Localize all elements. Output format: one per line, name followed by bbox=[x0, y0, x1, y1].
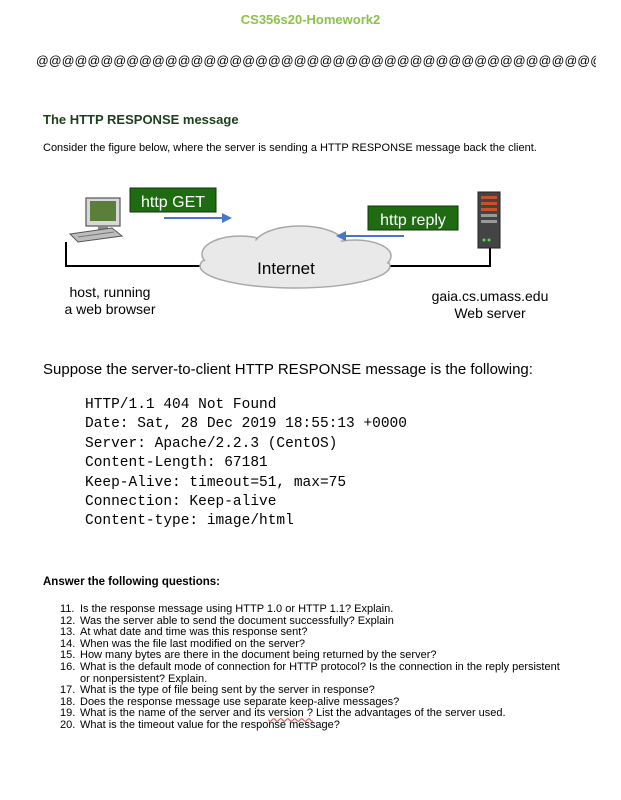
response-line: Content-type: image/html bbox=[85, 513, 294, 530]
question-item: 19. What is the name of the server and it… bbox=[60, 708, 570, 720]
section-heading: The HTTP RESPONSE message bbox=[43, 112, 239, 127]
question-text-tail: List the advantages of the server used. bbox=[312, 707, 506, 720]
question-number: 19. bbox=[60, 707, 76, 720]
question-text-flagged: version ? bbox=[268, 707, 313, 720]
document-title: CS356s20-Homework2 bbox=[240, 12, 381, 27]
get-label-box bbox=[129, 187, 217, 213]
question-item: 11. Is the response message using HTTP 1.… bbox=[60, 603, 570, 616]
question-number: 11. bbox=[60, 603, 75, 615]
question-item: 16. What is the default mode of connectio… bbox=[60, 660, 570, 685]
question-number: 16. bbox=[60, 660, 76, 673]
web-server-icon bbox=[477, 191, 501, 249]
question-number: 18. bbox=[60, 695, 76, 708]
response-line: Keep-Alive: timeout=51, max=75 bbox=[85, 474, 347, 491]
separator-line: @@@@@@@@@@@@@@@@@@@@@@@@@@@@@@@@@@@@@@@@… bbox=[36, 54, 596, 68]
get-label: http GET bbox=[141, 194, 205, 211]
question-text: Is the response message using HTTP 1.0 o… bbox=[80, 603, 394, 615]
question-number: 12. bbox=[60, 614, 76, 627]
http-diagram: Internet http GET http reply host, runni… bbox=[64, 187, 549, 321]
question-item: 18. Does the response message use separat… bbox=[60, 695, 570, 709]
response-line: Server: Apache/2.2.3 (CentOS) bbox=[85, 435, 338, 452]
response-line: Connection: Keep-alive bbox=[85, 494, 277, 511]
question-text: Was the server able to send the document… bbox=[80, 614, 394, 627]
server-caption-line-2: Web server bbox=[454, 305, 526, 321]
question-item: 12. Was the server able to send the docum… bbox=[60, 614, 570, 628]
questions-heading: Answer the following questions: bbox=[43, 576, 220, 588]
question-number: 13. bbox=[60, 626, 76, 639]
cloud-label: Internet bbox=[257, 259, 315, 278]
question-item: 14. When was the file last modified on th… bbox=[60, 637, 570, 651]
server-link-line bbox=[390, 248, 491, 267]
internet-cloud-icon bbox=[199, 225, 392, 289]
question-item: 13. At what date and time was this respon… bbox=[60, 626, 570, 639]
question-text: At what date and time was this response … bbox=[80, 626, 308, 639]
response-line: Content-Length: 67181 bbox=[85, 455, 268, 472]
question-text: What is the name of the server and its bbox=[80, 707, 269, 720]
server-caption-line-1: gaia.cs.umass.edu bbox=[432, 288, 549, 304]
question-text: Does the response message use separate k… bbox=[80, 695, 400, 708]
host-computer-icon bbox=[68, 197, 124, 243]
reply-arrow-icon bbox=[336, 231, 404, 241]
question-number: 17. bbox=[60, 684, 76, 697]
question-text: What is the type of file being sent by t… bbox=[80, 684, 375, 697]
question-item: 17. What is the type of file being sent b… bbox=[60, 684, 570, 697]
host-caption-line-2: a web browser bbox=[64, 301, 155, 317]
host-caption-line-1: host, running bbox=[70, 284, 151, 300]
question-number: 20. bbox=[60, 718, 76, 731]
response-intro: Suppose the server-to-client HTTP RESPON… bbox=[43, 361, 533, 378]
question-item: 20. What is the timeout value for the res… bbox=[60, 718, 570, 732]
question-text: How many bytes are there in the document… bbox=[80, 649, 437, 662]
question-list: 11. Is the response message using HTTP 1.… bbox=[60, 603, 570, 732]
question-number: 14. bbox=[60, 637, 76, 650]
question-text: What is the default mode of connection f… bbox=[80, 660, 560, 685]
section-intro: Consider the figure below, where the ser… bbox=[43, 142, 537, 154]
question-number: 15. bbox=[60, 649, 76, 662]
reply-label-box bbox=[367, 205, 459, 231]
response-line: Date: Sat, 28 Dec 2019 18:55:13 +0000 bbox=[85, 416, 407, 433]
get-arrow-icon bbox=[164, 213, 232, 223]
response-line: HTTP/1.1 404 Not Found bbox=[85, 397, 277, 413]
question-text: When was the file last modified on the s… bbox=[80, 637, 306, 650]
question-item: 15. How many bytes are there in the docum… bbox=[60, 650, 570, 662]
question-text: What is the timeout value for the respon… bbox=[80, 718, 340, 731]
host-link-line bbox=[65, 242, 200, 267]
reply-label: http reply bbox=[380, 212, 446, 229]
